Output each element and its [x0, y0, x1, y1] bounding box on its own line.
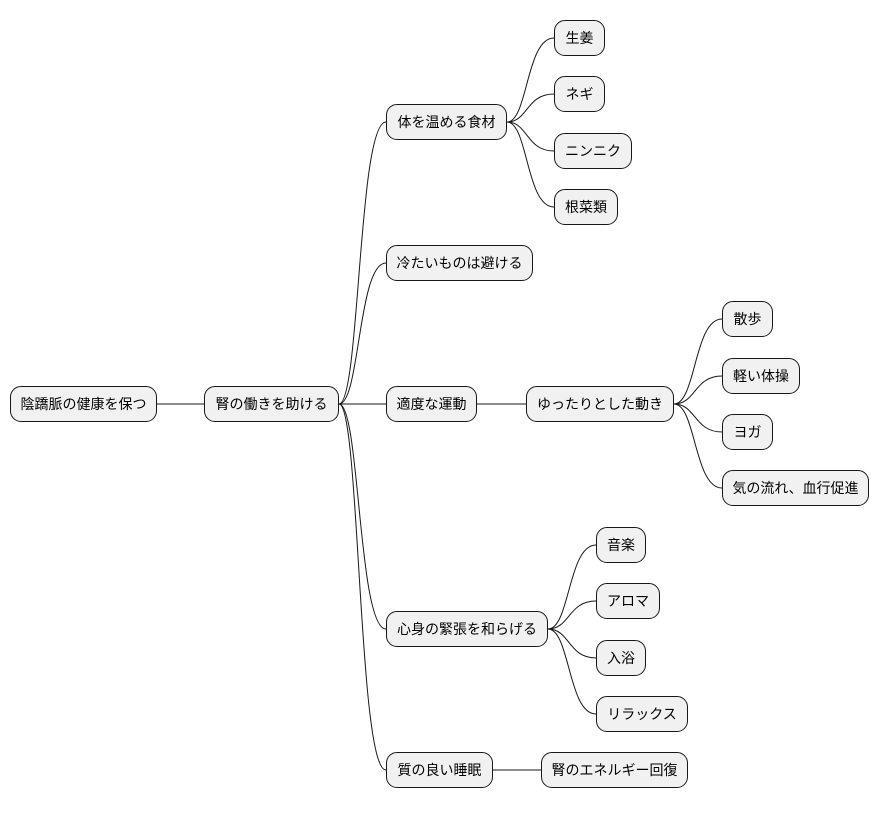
relax-node: 心身の緊張を和らげる: [386, 611, 548, 647]
exercise-node: 適度な運動: [386, 386, 477, 422]
connector-gentle-yoga: [673, 403, 723, 433]
connector-hub-relax: [338, 403, 387, 630]
connector-relax-aroma: [547, 600, 597, 630]
warm-foods-node: 体を温める食材: [386, 104, 507, 140]
sleep-node: 質の良い睡眠: [386, 752, 493, 788]
warm-food-item: 生姜: [554, 20, 605, 56]
exercise-item: 散歩: [722, 301, 773, 337]
relax-item: 音楽: [596, 527, 646, 563]
connector-gentle-walk: [673, 318, 723, 405]
relax-item: 入浴: [596, 640, 646, 676]
connector-relax-relax: [547, 628, 597, 715]
relax-item: リラックス: [596, 696, 688, 732]
connector-hub-sleep: [338, 403, 387, 771]
connector-relax-bath: [547, 628, 597, 659]
exercise-item: 軽い体操: [722, 358, 800, 394]
connector-warm-roots: [506, 121, 555, 208]
connector-relax-music: [547, 544, 597, 630]
root-node: 陰蹻脈の健康を保つ: [10, 386, 157, 422]
connector-hub-avoid-cold: [338, 262, 387, 405]
warm-food-item: 根菜類: [554, 189, 618, 225]
hub-node: 腎の働きを助ける: [204, 386, 339, 422]
exercise-item: 気の流れ、血行促進: [722, 470, 869, 506]
warm-food-item: ネギ: [554, 76, 605, 112]
exercise-item: ヨガ: [722, 414, 773, 450]
connector-gentle-flow: [673, 403, 723, 489]
connector-warm-ginger: [506, 37, 555, 123]
sleep-item: 腎のエネルギー回復: [541, 752, 688, 788]
avoid-cold-node: 冷たいものは避ける: [386, 245, 533, 281]
gentle-movement-node: ゆったりとした動き: [526, 386, 674, 422]
connector-warm-negi: [506, 93, 555, 123]
connector-hub-warm-foods: [338, 121, 387, 405]
connector-gentle-stretch: [673, 375, 723, 405]
warm-food-item: ニンニク: [554, 133, 632, 169]
connector-warm-garlic: [506, 121, 555, 152]
relax-item: アロマ: [596, 583, 660, 619]
